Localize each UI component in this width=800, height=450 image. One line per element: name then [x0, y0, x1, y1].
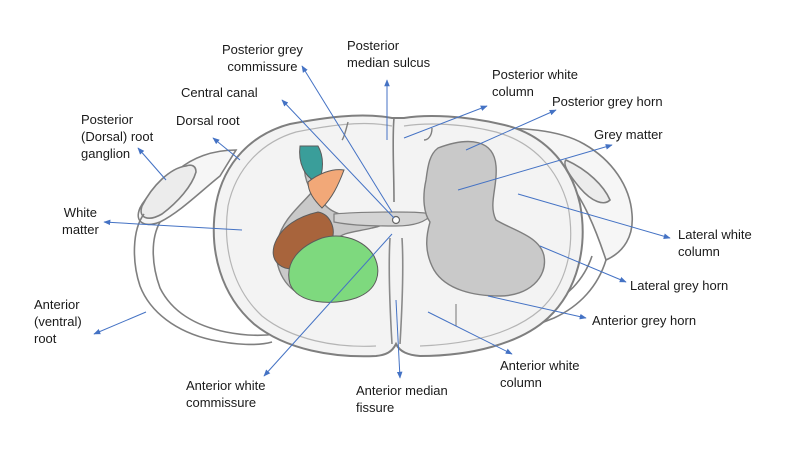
left-ventral-root: [133, 213, 277, 346]
left-anterior-grey-horn-region: [288, 235, 379, 303]
leader-posterior-white-column: [403, 105, 488, 139]
label-dorsal-root: Dorsal root: [176, 113, 240, 128]
right-grey-matter: [423, 140, 546, 297]
leader-central-canal: [281, 99, 395, 219]
central-canal: [391, 215, 401, 225]
leader-grey-matter: [457, 144, 613, 191]
label-posterior-grey-horn: Posterior grey horn: [552, 94, 663, 109]
grey-commissure: [333, 211, 434, 227]
leader-posterior-grey-commissure: [301, 65, 393, 213]
left-dorsal-root: [137, 149, 238, 226]
label-posterior-dorsal-root-ganglion: Posterior (Dorsal) root ganglion: [81, 112, 154, 161]
label-anterior-ventral-root: Anterior (ventral) root: [34, 297, 82, 346]
label-anterior-median-fissure: Anterior median fissure: [356, 383, 448, 415]
leader-lateral-grey-horn: [539, 245, 627, 283]
left-dorsal-root-ganglion: [140, 164, 197, 219]
leader-anterior-grey-horn: [487, 295, 587, 320]
label-grey-matter: Grey matter: [594, 127, 663, 142]
leader-anterior-median-fissure: [395, 299, 403, 379]
leader-posterior-grey-horn: [465, 109, 557, 151]
leader-lateral-white-column: [517, 193, 671, 239]
leader-lines: [93, 65, 671, 379]
label-lateral-white-column: Lateral white column: [678, 227, 752, 259]
label-posterior-grey-commissure: Posterior grey commissure: [222, 42, 303, 74]
leader-white-matter: [103, 219, 243, 231]
leader-anterior-ventral-root: [93, 311, 147, 335]
leader-dorsal-root: [212, 137, 241, 161]
label-anterior-grey-horn: Anterior grey horn: [592, 313, 697, 328]
leader-anterior-white-commissure: [263, 233, 393, 377]
label-lateral-grey-horn: Lateral grey horn: [630, 278, 729, 293]
spinal-cord-inner-rim: [225, 122, 393, 347]
anterior-median-fissure-line: [388, 237, 404, 345]
posterior-median-sulcus-line: [392, 117, 395, 203]
label-posterior-white-column: Posterior white column: [492, 67, 578, 99]
label-central-canal: Central canal: [181, 85, 258, 100]
label-posterior-median-sulcus: Posterior median sulcus: [347, 38, 431, 70]
leader-anterior-white-column: [427, 311, 513, 355]
label-anterior-white-column: Anterior white column: [500, 358, 580, 390]
left-lateral-grey-horn-region: [307, 169, 345, 209]
label-anterior-white-commissure: Anterior white commissure: [186, 378, 266, 410]
leader-posterior-root-ganglion: [137, 147, 167, 181]
label-white-matter: White matter: [62, 205, 99, 237]
